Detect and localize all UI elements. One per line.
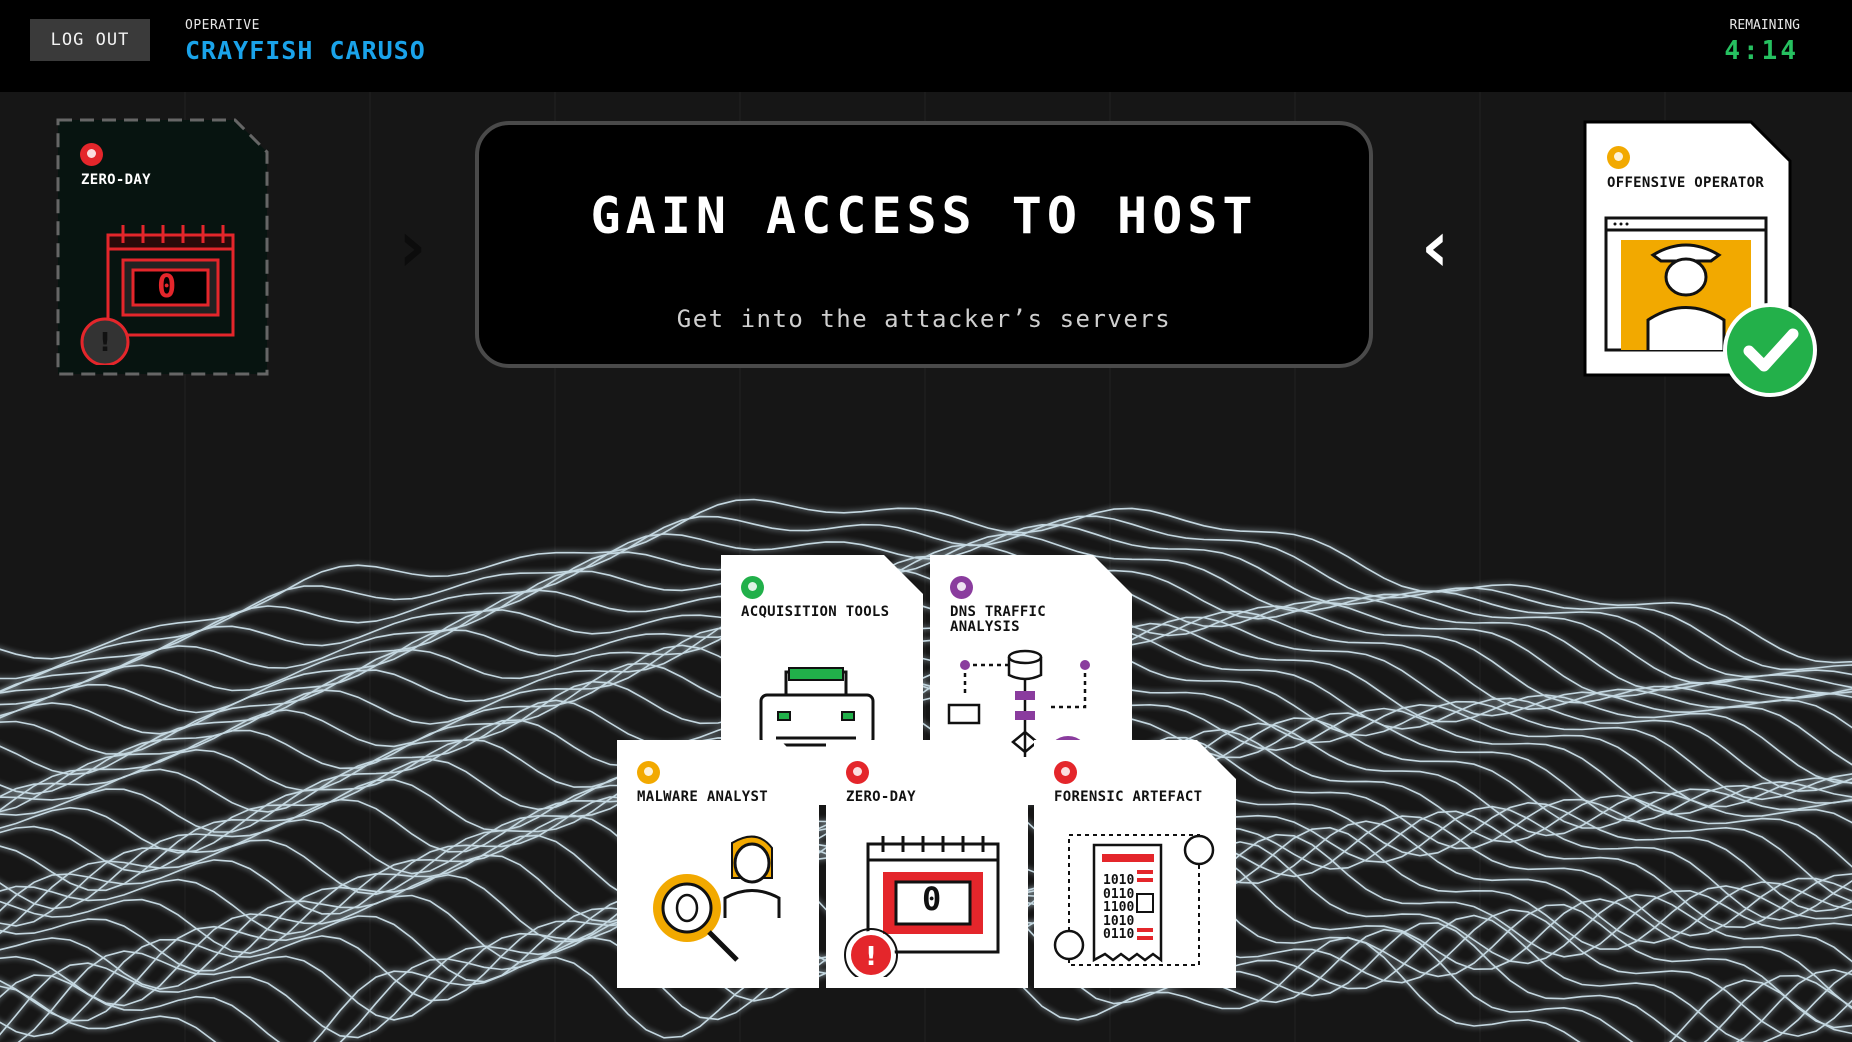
terrain-line	[0, 627, 1852, 795]
badge-icon	[1607, 146, 1630, 169]
card-title: ZERO-DAY	[81, 172, 151, 188]
mission-subtitle: Get into the attacker’s servers	[676, 305, 1172, 333]
svg-text:!: !	[99, 328, 111, 358]
chevron-left-icon: ‹	[1414, 204, 1458, 288]
terrain-line	[0, 648, 1852, 811]
terrain-line	[0, 638, 1852, 813]
hand-card-zero-day[interactable]: ZERO-DAY ! 0	[826, 740, 1028, 988]
logout-button[interactable]: LOG OUT	[30, 19, 150, 61]
binary-line: 0110	[1103, 927, 1135, 942]
gear-icon	[741, 576, 764, 599]
right-slot-card-offensive-operator[interactable]: OFFENSIVE OPERATOR	[1583, 120, 1793, 378]
remaining-timer: 4:14	[1724, 36, 1799, 66]
card-title: MALWARE ANALYST	[637, 789, 768, 805]
malware-analyst-icon	[653, 835, 781, 962]
top-bar: LOG OUT OPERATIVE CRAYFISH CARUSO REMAIN…	[0, 0, 1852, 92]
terrain-line	[0, 595, 1852, 766]
spy-operator-icon	[1604, 216, 1768, 352]
forensic-receipt-icon	[1053, 834, 1215, 966]
terrain-line	[0, 498, 1852, 664]
toolbox-icon	[759, 667, 875, 747]
badge-icon	[637, 761, 660, 784]
remaining-label: REMAINING	[1729, 18, 1800, 33]
binary-line: 1100	[1103, 900, 1135, 915]
mission-title: GAIN ACCESS TO HOST	[590, 187, 1258, 245]
card-title: ACQUISITION TOOLS	[741, 604, 890, 620]
calendar-icon: !	[844, 836, 1000, 977]
terrain-line	[0, 523, 1852, 693]
calendar-icon: !	[80, 225, 235, 365]
operative-label: OPERATIVE	[185, 18, 260, 33]
binary-line: 1010	[1103, 913, 1135, 929]
terrain-line	[0, 515, 1852, 680]
bulb-icon	[1054, 761, 1077, 784]
card-title: OFFENSIVE OPERATOR	[1607, 175, 1765, 191]
terrain-line	[0, 581, 1852, 735]
bulb-icon	[80, 143, 103, 166]
hand-card-malware-analyst[interactable]: MALWARE ANALYST	[617, 740, 819, 988]
card-title: DNS TRAFFIC ANALYSIS	[950, 604, 1047, 635]
terrain-line	[0, 611, 1852, 784]
calendar-digit: 0	[157, 267, 177, 305]
check-icon	[1723, 303, 1817, 397]
chevron-right-icon: ›	[390, 204, 434, 288]
terrain-line	[0, 533, 1852, 693]
terrain-line	[0, 568, 1852, 717]
binary-line: 0110	[1103, 886, 1135, 902]
svg-text:!: !	[865, 942, 877, 972]
card-title: ZERO-DAY	[846, 789, 916, 805]
hand-card-forensic-artefact[interactable]: FORENSIC ARTEFACT 1010 0110 1100 1010 01…	[1034, 740, 1236, 988]
card-title: FORENSIC ARTEFACT	[1054, 789, 1203, 805]
binary-lines: 1010 0110 1100 1010 0110	[1103, 874, 1134, 942]
terrain-line	[0, 670, 1852, 823]
calendar-digit: 0	[922, 880, 942, 918]
terrain-line	[0, 555, 1852, 706]
terrain-line	[0, 683, 1852, 833]
terrain-line	[0, 658, 1852, 816]
mission-panel: GAIN ACCESS TO HOST Get into the attacke…	[475, 121, 1373, 368]
bulb-icon	[846, 761, 869, 784]
operative-name: CRAYFISH CARUSO	[185, 36, 426, 65]
left-slot-card-zero-day[interactable]: ZERO-DAY ! 0	[55, 117, 270, 377]
tools-icon	[950, 576, 973, 599]
binary-line: 1010	[1103, 873, 1135, 888]
